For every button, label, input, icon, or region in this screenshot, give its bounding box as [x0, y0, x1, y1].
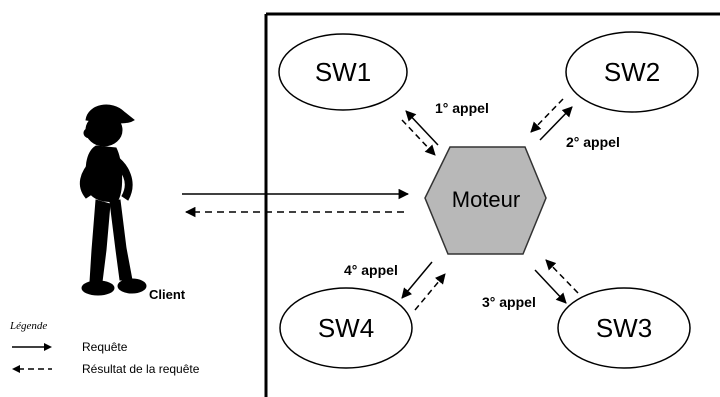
call4-label: 4° appel — [344, 262, 398, 278]
sw1-request-arrow — [405, 110, 439, 146]
sw4-request-arrow — [401, 261, 433, 299]
legend-result-row — [10, 361, 54, 377]
legend-title: Légende — [10, 320, 48, 332]
system-frame — [264, 12, 720, 397]
sw2-request-arrow — [539, 106, 573, 141]
node-sw2: SW2 — [565, 31, 699, 113]
node-sw3: SW3 — [557, 287, 691, 369]
sw3-label: SW3 — [596, 313, 652, 343]
sw3-result-arrow — [545, 259, 579, 294]
call3-label: 3° appel — [482, 294, 536, 310]
engine-label: Moteur — [452, 187, 520, 212]
sw1-result-arrow — [401, 119, 436, 156]
sw4-result-arrow — [414, 273, 446, 311]
sw2-label: SW2 — [604, 57, 660, 87]
sw4-label: SW4 — [318, 313, 374, 343]
legend-request-row — [10, 339, 54, 355]
dashed-arrow-icon — [12, 365, 52, 373]
node-sw1: SW1 — [278, 33, 408, 111]
call1-label: 1° appel — [435, 100, 489, 116]
client-figure-icon — [79, 104, 147, 296]
node-engine: Moteur — [424, 146, 547, 255]
client-label: Client — [149, 287, 186, 302]
sw1-label: SW1 — [315, 57, 371, 87]
legend-result-label: Résultat de la requête — [82, 362, 200, 376]
sw3-request-arrow — [534, 269, 567, 304]
sw2-result-arrow — [530, 98, 564, 133]
solid-arrow-icon — [12, 343, 52, 351]
legend-request-label: Requête — [82, 340, 128, 354]
call2-label: 2° appel — [566, 134, 620, 150]
node-sw4: SW4 — [279, 287, 413, 369]
